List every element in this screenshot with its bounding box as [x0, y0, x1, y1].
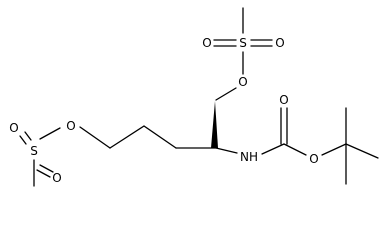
bond-s-left-o-bottom-b [36, 169, 51, 178]
bond-s-left-o-top-a [19, 135, 27, 145]
wedge-bond-stereocenter [211, 101, 218, 148]
atom-n-amine: NH [240, 150, 258, 164]
atom-o-left-1: O [9, 121, 18, 135]
bond-o-tbu [321, 143, 347, 156]
atom-o-left-2: O [52, 171, 61, 185]
atom-o-carbamate: O [309, 152, 318, 166]
bond-c-n [215, 147, 238, 154]
atom-o-carbonyl: O [279, 93, 288, 107]
bond-o-ester-left-s [39, 127, 61, 140]
atom-s-top: S [239, 36, 247, 50]
bond-carbonyl-c-o [283, 143, 307, 156]
atom-o-top-right: O [275, 36, 284, 50]
bond-tbu-methyl-right [345, 143, 379, 159]
bond-c-chain-4 [79, 126, 111, 149]
bond-c-chain-3 [109, 125, 145, 149]
chemical-structure-diagram: O S O O O O NH O S O O [9, 7, 379, 187]
atom-o-ester-top: O [238, 75, 247, 89]
bond-s-left-o-top-b [24, 131, 32, 141]
bond-n-carbonyl-c [261, 143, 285, 155]
bond-c-chain-2 [143, 125, 177, 149]
atom-o-top-left: O [202, 36, 211, 50]
bond-o-ester-top-ch2 [215, 87, 237, 101]
atom-o-ester-left: O [66, 119, 75, 133]
bond-s-left-o-bottom-a [39, 164, 54, 173]
atom-s-left: S [30, 144, 38, 158]
